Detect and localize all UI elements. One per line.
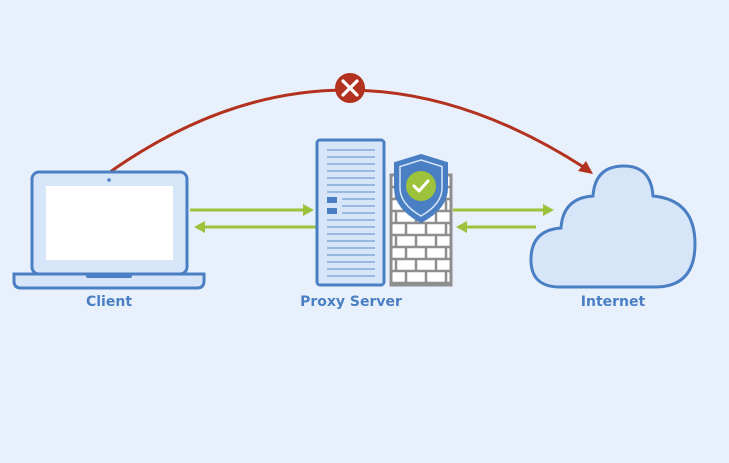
laptop-icon <box>12 170 206 290</box>
x-icon <box>335 73 365 103</box>
blocked-connection <box>109 73 593 174</box>
shield-check-icon <box>394 153 448 224</box>
server-icon <box>315 138 386 287</box>
client-proxy-arrows <box>190 204 316 233</box>
cloud-icon <box>529 164 697 289</box>
blocked-arrowhead <box>578 161 593 174</box>
internet-label: Internet <box>580 294 646 310</box>
client-label: Client <box>85 294 133 310</box>
proxy-server-label: Proxy Server <box>300 294 402 310</box>
proxy-internet-arrows <box>453 204 554 233</box>
